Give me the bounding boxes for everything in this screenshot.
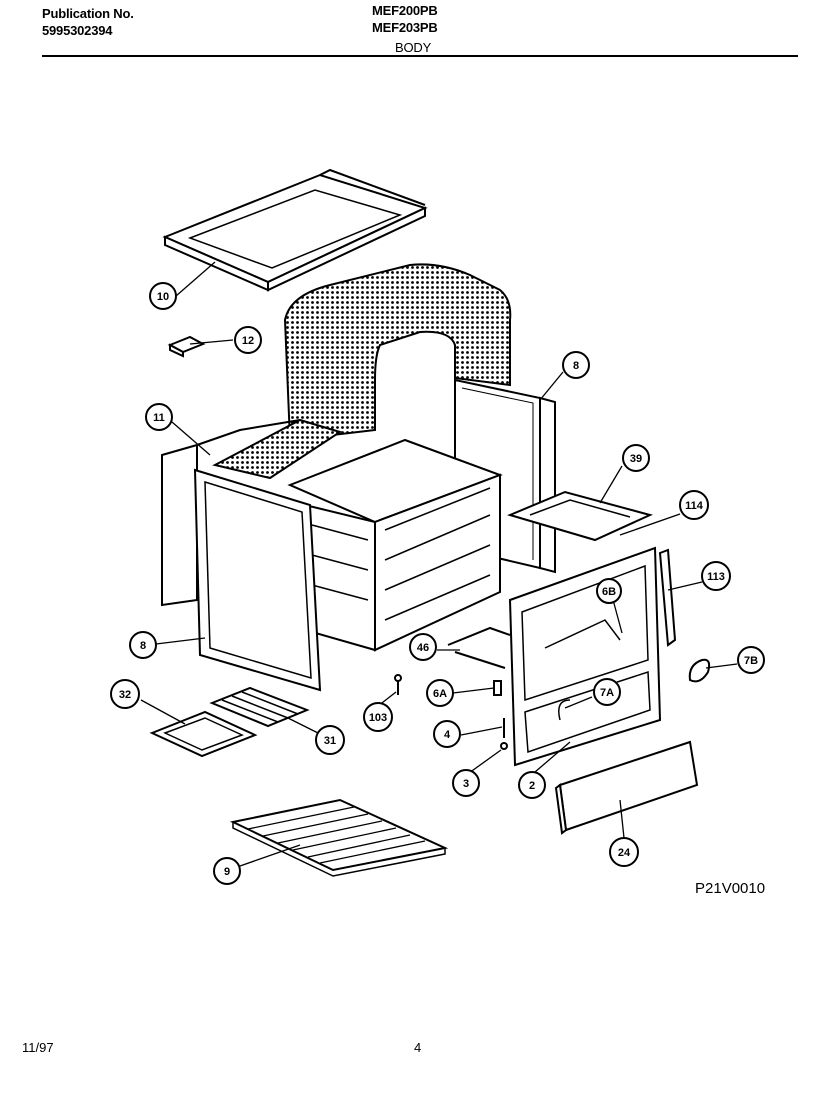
callout-8-lower: 8 <box>129 631 157 659</box>
insulation-blanket <box>212 263 512 480</box>
header-rule <box>42 55 798 57</box>
callout-46: 46 <box>409 633 437 661</box>
svg-text:6A: 6A <box>433 688 447 700</box>
callout-31: 31 <box>315 725 345 755</box>
callout-8-upper: 8 <box>562 351 590 379</box>
callout-3: 3 <box>452 769 480 797</box>
callout-32: 32 <box>110 679 140 709</box>
cooktop-top-panel <box>162 168 428 292</box>
svg-text:8: 8 <box>573 360 579 372</box>
drawer-front <box>554 740 699 835</box>
svg-text:24: 24 <box>618 847 631 859</box>
callout-6B: 6B <box>596 578 622 604</box>
svg-text:9: 9 <box>224 866 230 878</box>
small-fasteners <box>493 680 508 750</box>
callout-9: 9 <box>213 857 241 885</box>
leader-lines <box>140 261 738 867</box>
broil-element <box>507 490 653 542</box>
front-frame <box>508 546 662 767</box>
svg-text:32: 32 <box>119 689 131 701</box>
svg-text:31: 31 <box>324 735 336 747</box>
seal-strip <box>658 548 677 647</box>
left-frame <box>161 419 301 607</box>
svg-text:114: 114 <box>685 500 704 512</box>
bracket-part <box>167 335 206 358</box>
svg-text:11: 11 <box>153 412 165 424</box>
callout-7B: 7B <box>737 646 765 674</box>
svg-text:6B: 6B <box>602 586 616 598</box>
svg-text:4: 4 <box>444 729 451 741</box>
left-side-panel <box>193 468 322 692</box>
oven-cavity <box>287 438 503 652</box>
svg-text:10: 10 <box>157 291 169 303</box>
oven-rack <box>229 798 449 877</box>
callout-12: 12 <box>234 326 262 354</box>
model-number-1: MEF200PB <box>372 3 438 18</box>
drip-pan <box>149 710 258 758</box>
hinge-clip <box>688 658 711 683</box>
publication-number: 5995302394 <box>42 23 113 38</box>
callout-7A: 7A <box>593 678 621 706</box>
svg-text:103: 103 <box>369 712 387 724</box>
publication-label: Publication No. <box>42 6 134 21</box>
callout-11: 11 <box>145 403 173 431</box>
svg-text:8: 8 <box>140 640 146 652</box>
callout-10: 10 <box>149 282 177 310</box>
svg-text:113: 113 <box>707 571 725 583</box>
model-number-2: MEF203PB <box>372 20 438 35</box>
callouts: 10 12 11 8 39 114 113 6B 46 8 7B 6A 7A 3… <box>110 282 765 885</box>
page-number: 4 <box>414 1040 422 1055</box>
svg-text:46: 46 <box>417 642 429 654</box>
callout-2: 2 <box>518 771 546 799</box>
svg-text:2: 2 <box>529 780 535 792</box>
callout-113: 113 <box>701 561 731 591</box>
bake-element <box>447 626 511 669</box>
svg-text:7A: 7A <box>600 687 614 699</box>
callout-114: 114 <box>679 490 709 520</box>
svg-text:7B: 7B <box>744 655 758 667</box>
svg-text:12: 12 <box>242 335 254 347</box>
callout-39: 39 <box>622 444 650 472</box>
diagram-code: P21V0010 <box>695 880 766 897</box>
footer-date: 11/97 <box>22 1040 54 1055</box>
callout-24: 24 <box>609 837 639 867</box>
svg-text:3: 3 <box>463 778 469 790</box>
callout-4: 4 <box>433 720 461 748</box>
screw <box>394 674 402 695</box>
callout-6A: 6A <box>426 679 454 707</box>
callout-103: 103 <box>363 702 393 732</box>
svg-text:39: 39 <box>630 453 642 465</box>
broil-grid <box>209 686 310 728</box>
section-title: BODY <box>395 40 432 55</box>
